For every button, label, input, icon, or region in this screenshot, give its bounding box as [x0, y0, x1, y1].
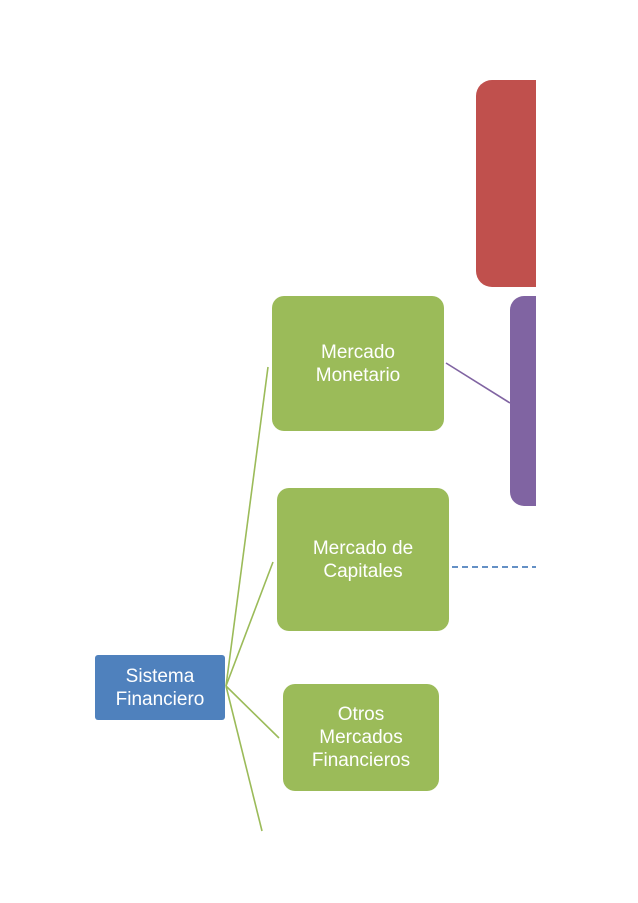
org-chart-canvas: E E Mercado Monetario Mercado de Capital…	[95, 80, 536, 832]
node-mercado-monetario-label: Mercado Monetario	[315, 341, 401, 386]
node-otros-mercados-label: Otros Mercados Financieros	[311, 704, 411, 771]
node-otros-mercados: Otros Mercados Financieros	[283, 684, 439, 791]
connector-lines	[225, 362, 536, 832]
node-purple-label: E E	[510, 316, 536, 368]
connector-monetario-to-purple	[445, 362, 511, 404]
connector-root-to-monetario	[225, 366, 269, 687]
node-sistema-financiero: Sistema Financiero	[95, 655, 225, 720]
node-purple-cropped: E E	[510, 296, 536, 506]
node-red-cropped	[476, 80, 536, 287]
node-mercado-capitales-label: Mercado de Capitales	[312, 537, 414, 582]
node-mercado-capitales: Mercado de Capitales	[277, 488, 449, 631]
connector-root-to-capitales	[225, 561, 274, 687]
node-mercado-monetario: Mercado Monetario	[272, 296, 444, 431]
node-sistema-financiero-label: Sistema Financiero	[115, 665, 205, 710]
connector-root-to-offscreen	[225, 685, 263, 832]
connector-root-to-otros	[225, 685, 280, 739]
